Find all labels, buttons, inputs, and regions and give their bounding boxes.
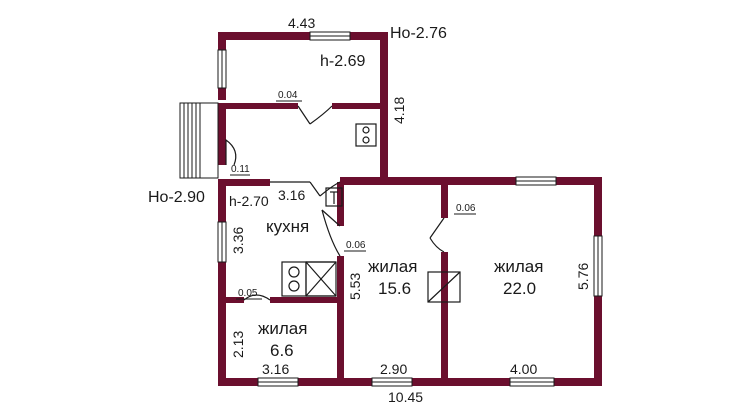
wall-upper-partition-left: [218, 103, 298, 109]
dim-bottom-small-room: 3.16: [262, 361, 289, 377]
room-label-kitchen: кухня: [266, 217, 309, 236]
wall-partition-small-room-right: [270, 297, 340, 303]
windows: [217, 31, 603, 387]
door-mark-vestibule: 0.11: [231, 164, 250, 175]
dim-bottom-middle-room: 2.90: [380, 361, 407, 377]
room-label-small: жилая: [258, 319, 307, 338]
wall-partition-middle-big-low: [441, 252, 448, 382]
door-mark-big-room: 0.06: [456, 203, 476, 214]
porch-stairs: [179, 102, 219, 179]
wall-upper-partition-right: [332, 103, 388, 109]
dim-kitchen-width: 3.16: [278, 187, 305, 203]
window-annex-left: [217, 49, 227, 89]
door-vestibule: [225, 138, 237, 166]
room-area-middle: 15.6: [378, 279, 411, 298]
window-big-top: [515, 176, 557, 186]
fixtures: [281, 123, 461, 303]
dim-right-height: 5.76: [575, 263, 591, 290]
door-big-room: [429, 217, 445, 253]
wall-main-top-left: [218, 179, 270, 186]
wall-main-top-right: [340, 177, 602, 185]
height-mark-h-top-room: h-2.69: [320, 53, 365, 70]
vent-icon: [325, 187, 343, 207]
room-area-big: 22.0: [503, 279, 536, 298]
room-label-big: жилая: [494, 257, 543, 276]
dim-left-kitchen-height: 3.36: [230, 227, 246, 254]
labels: Ho-2.76 Ho-2.90 h-2.69 h-2.70 4.43 4.18 …: [148, 15, 591, 405]
wall-vestibule-left: [218, 103, 226, 165]
door-middle-room: [321, 209, 341, 257]
doors: [225, 105, 445, 301]
wall-top-annex: [218, 32, 388, 40]
dim-middle-room-height: 5.53: [347, 273, 363, 300]
dim-left-small-room-height: 2.13: [230, 331, 246, 358]
wall-partition-small-room: [222, 297, 244, 303]
kitchen-stove-icon: [281, 261, 337, 297]
room-label-middle: жилая: [368, 257, 417, 276]
dim-top-width: 4.43: [288, 15, 315, 31]
stove-icon: [355, 123, 377, 147]
door-mark-top: 0.04: [278, 90, 298, 101]
window-bottom-big: [509, 377, 555, 387]
wall-main-left: [218, 179, 226, 386]
mark-underlines: [230, 100, 476, 300]
door-mark-small-room: 0.05: [238, 288, 258, 299]
window-kitchen-left: [217, 221, 227, 263]
heater-icon: [427, 271, 461, 303]
dim-bottom-big-room: 4.00: [510, 361, 537, 377]
window-big-right: [593, 235, 603, 297]
dim-right-top-height: 4.18: [391, 97, 407, 124]
window-bottom-small: [257, 377, 299, 387]
room-area-small: 6.6: [270, 341, 294, 360]
door-mark-middle-room: 0.06: [346, 240, 366, 251]
window-bottom-middle: [371, 377, 413, 387]
window-top: [309, 31, 351, 41]
height-mark-h-kitchen: h-2.70: [229, 193, 269, 209]
wall-partition-kitchen-middle: [337, 182, 344, 226]
door-top: [297, 105, 333, 125]
dim-total-width: 10.45: [388, 389, 423, 405]
height-mark-ho-top: Ho-2.76: [390, 25, 447, 42]
wall-partition-middle-big-top: [441, 182, 448, 218]
wall-partition-kitchen-middle-low: [337, 256, 344, 382]
height-mark-ho-left: Ho-2.90: [148, 189, 205, 206]
